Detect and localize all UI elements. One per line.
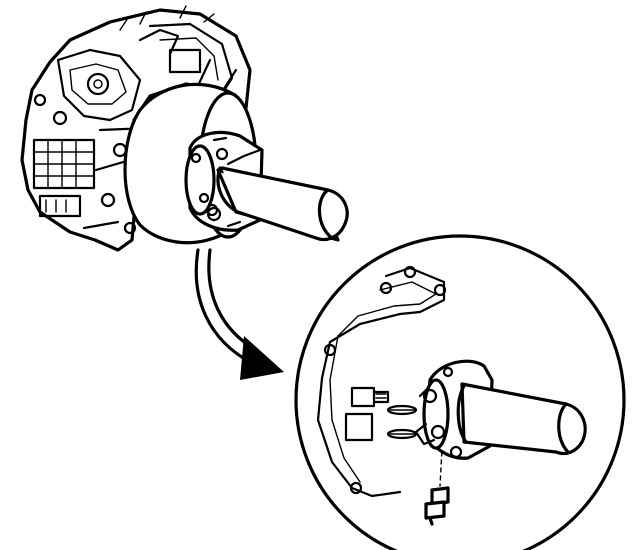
inset-shaft	[456, 382, 587, 456]
curved-arrow-icon	[194, 248, 284, 380]
plug-bolt	[350, 386, 390, 408]
converter-shaft	[216, 148, 349, 242]
drain-bolt	[424, 486, 450, 526]
seal-pins	[386, 404, 418, 440]
retaining-bracket	[344, 412, 374, 442]
